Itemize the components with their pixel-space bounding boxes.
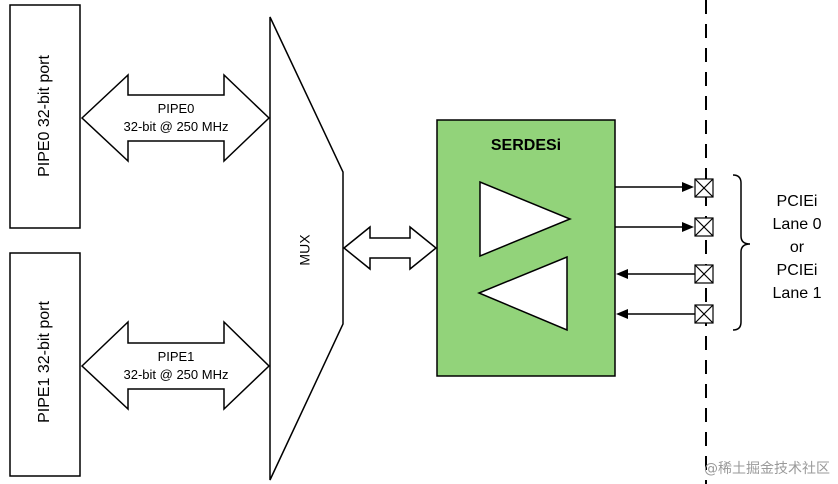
lane-group-brace [732, 174, 751, 331]
pcie-label-line-5: Lane 1 [773, 285, 822, 302]
tx-lines [615, 182, 694, 232]
pipe0-port-label: PIPE0 32-bit port [36, 55, 53, 177]
serdes-label: SERDESi [491, 137, 561, 154]
pin-rx-p [694, 264, 714, 284]
pcie-label-line-1: PCIEi [777, 193, 818, 210]
mux-label: MUX [297, 234, 313, 266]
pcie-label-line-2: Lane 0 [773, 216, 822, 233]
watermark-text: @稀土掘金技术社区 [704, 461, 830, 477]
pin-rx-n [694, 304, 714, 324]
pipe1-port-box [9, 252, 81, 477]
transmit-driver-triangle [479, 180, 572, 258]
mux-block [269, 16, 344, 481]
pin-tx-p [694, 178, 714, 198]
rx-lines [616, 269, 695, 319]
pipe1-link-arrow [80, 320, 271, 411]
receive-buffer-triangle [477, 255, 568, 332]
pipe1-link-rate: 32-bit @ 250 MHz [124, 367, 229, 382]
pipe1-link-name: PIPE1 [158, 349, 195, 364]
pin-tx-n [694, 217, 714, 237]
pipe0-link-arrow [80, 73, 271, 163]
pcie-label-line-4: PCIEi [777, 262, 818, 279]
serdes-block [436, 119, 616, 377]
pipe0-link-name: PIPE0 [158, 101, 195, 116]
pcie-label-line-3: or [790, 239, 805, 256]
mux-serdes-arrow [342, 225, 438, 271]
pipe0-link-rate: 32-bit @ 250 MHz [124, 119, 229, 134]
pipe1-port-label: PIPE1 32-bit port [36, 301, 53, 423]
pipe0-port-box [9, 4, 81, 229]
